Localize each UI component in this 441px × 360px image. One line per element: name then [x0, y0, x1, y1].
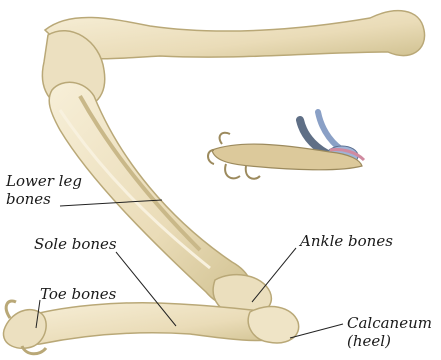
calcaneum-label-line1: Calcaneum	[347, 314, 432, 332]
upper-leg-bone	[45, 11, 425, 59]
toe-bones-label: Toe bones	[40, 285, 116, 303]
lower-leg-bones-label-line2: bones	[6, 190, 82, 208]
calcaneum-label: Calcaneum (heel)	[347, 314, 432, 350]
sole-bones-label: Sole bones	[34, 235, 117, 253]
leader-ankle	[252, 248, 296, 302]
ankle-bones-label: Ankle bones	[300, 232, 393, 250]
calcaneum-label-line2: (heel)	[347, 332, 432, 350]
inset-foot-illustration	[208, 112, 364, 179]
lower-leg-bones-label-line1: Lower leg	[6, 172, 82, 190]
lower-leg-bones-label: Lower leg bones	[6, 172, 82, 208]
